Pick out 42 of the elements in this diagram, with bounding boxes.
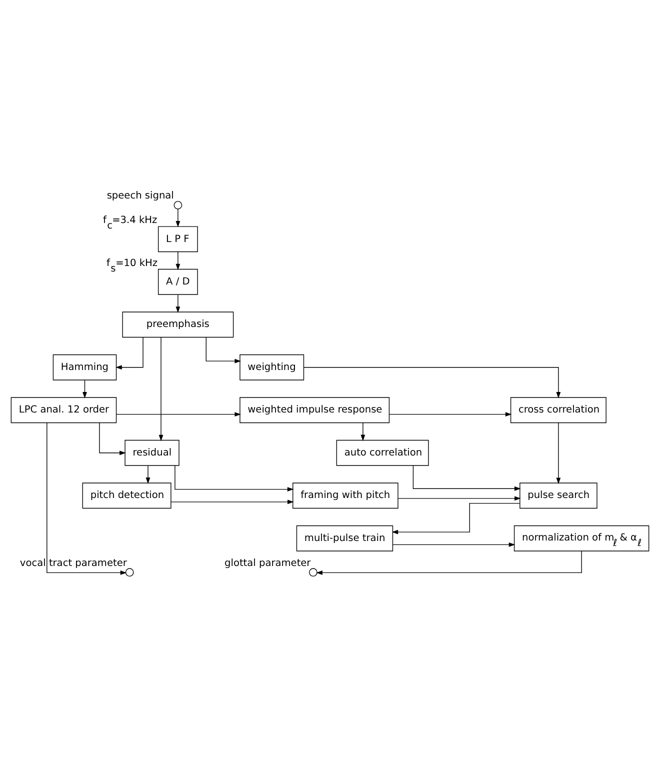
arrow xyxy=(316,550,582,574)
node-label: glottal parameter xyxy=(224,557,311,568)
arrow xyxy=(392,502,520,534)
arrow xyxy=(158,336,164,441)
arrow xyxy=(116,336,144,370)
node-box: LPC anal. 12 order xyxy=(10,396,117,423)
arrow xyxy=(360,422,366,441)
arrow xyxy=(176,251,180,270)
node-label: vocal tract parameter xyxy=(20,557,127,568)
node-circle xyxy=(308,568,318,576)
node-box: A / D xyxy=(158,268,198,294)
node-box: pulse search xyxy=(520,482,598,508)
arrow xyxy=(146,464,150,484)
node-box: preemphasis xyxy=(122,311,234,338)
arrow xyxy=(116,412,241,416)
node-circle xyxy=(125,568,134,576)
node-box: Hamming xyxy=(52,354,117,380)
arrow xyxy=(206,336,242,363)
arrow xyxy=(46,422,127,574)
arrow xyxy=(304,366,561,398)
node-box: pitch detection xyxy=(82,482,172,508)
node-box: weighting xyxy=(240,354,304,380)
node-box: residual xyxy=(124,439,180,466)
arrow xyxy=(170,499,294,504)
node-box: L P F xyxy=(158,226,198,252)
node-box: auto correlation xyxy=(336,439,429,466)
node-box: framing with pitch xyxy=(292,482,398,508)
node-box: weighted impulse response xyxy=(240,396,390,423)
arrow xyxy=(392,542,516,546)
node-circle xyxy=(174,200,182,209)
arrow xyxy=(176,294,180,312)
arrow xyxy=(389,412,512,416)
arrow xyxy=(412,464,521,490)
node-label: speech signal xyxy=(106,190,174,202)
node-box: multi-pulse train xyxy=(296,524,394,551)
arrow xyxy=(174,464,294,492)
arrow xyxy=(398,496,521,500)
node-box: cross correlation xyxy=(510,396,606,423)
arrow xyxy=(82,379,87,398)
arrow xyxy=(176,208,180,227)
arrow xyxy=(99,422,126,455)
arrow xyxy=(556,422,561,484)
